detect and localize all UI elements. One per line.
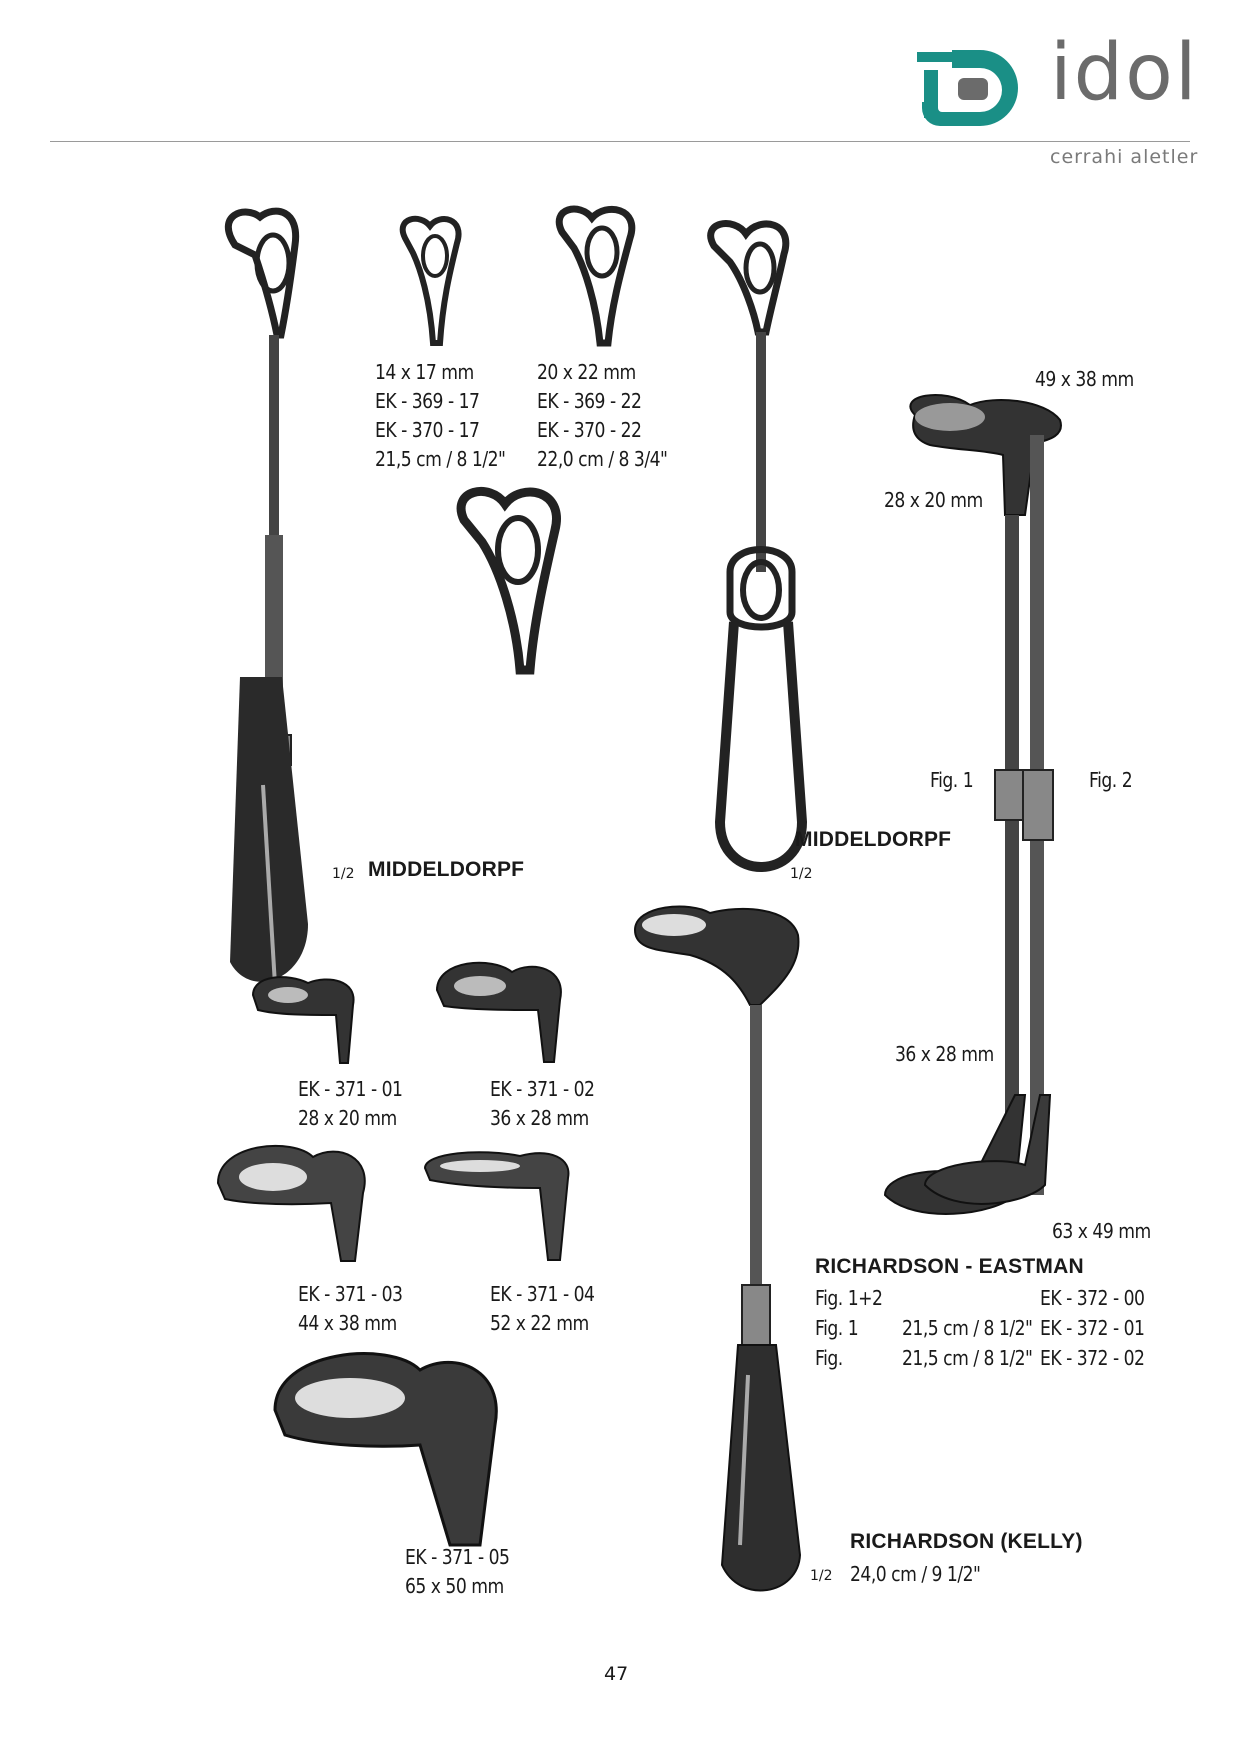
middeldorpf-a-code1: EK - 369 - 17 [375, 389, 480, 413]
kelly-title: RICHARDSON (KELLY) [850, 1530, 1083, 1553]
ek371-02-code: EK - 371 - 02 [490, 1077, 595, 1101]
middeldorpf-a-size: 14 x 17 mm [375, 360, 474, 384]
richardson-eastman-retractor-image [883, 394, 1062, 1215]
middeldorpf-label-2: MIDDELDORPF [795, 828, 952, 851]
header-rule [50, 141, 1190, 142]
middeldorpf-retractor-frame-image [707, 220, 808, 872]
eastman-row-1-fig: Fig. 1+2 [815, 1286, 883, 1310]
ek371-04-size: 52 x 22 mm [490, 1311, 589, 1335]
eastman-row-2-length: 21,5 cm / 8 1/2" [902, 1316, 1033, 1340]
eastman-fig1: Fig. 1 [930, 768, 974, 792]
ek371-01-size: 28 x 20 mm [298, 1106, 397, 1130]
middeldorpf-b-length: 22,0 cm / 8 3/4" [537, 447, 668, 471]
eastman-row-3-fig: Fig. [815, 1346, 843, 1370]
tip-20x22-image [555, 205, 636, 347]
middeldorpf-b-code1: EK - 369 - 22 [537, 389, 642, 413]
ek371-05-size: 65 x 50 mm [405, 1574, 504, 1598]
middeldorpf-label-1: MIDDELDORPF [368, 858, 525, 881]
eastman-title: RICHARDSON - EASTMAN [815, 1255, 1084, 1278]
eastman-row-3-code: EK - 372 - 02 [1040, 1346, 1145, 1370]
blade-371-01-image [251, 976, 355, 1064]
tip-14x17-image [399, 215, 462, 346]
brand-name: idol [1050, 28, 1199, 118]
middeldorpf-b-size: 20 x 22 mm [537, 360, 636, 384]
scale-label-2: 1/2 [790, 866, 813, 882]
eastman-size-upper: 28 x 20 mm [884, 488, 983, 512]
ek371-03-size: 44 x 38 mm [298, 1311, 397, 1335]
eastman-row-2-code: EK - 372 - 01 [1040, 1316, 1145, 1340]
middeldorpf-a-code2: EK - 370 - 17 [375, 418, 480, 442]
blade-371-02-image [435, 961, 562, 1063]
tip-detail-image [456, 487, 561, 675]
ek371-01-code: EK - 371 - 01 [298, 1077, 403, 1101]
page-number: 47 [604, 1663, 629, 1685]
ek371-04-code: EK - 371 - 04 [490, 1282, 595, 1306]
middeldorpf-retractor-handle-image [224, 207, 308, 986]
brand-logo-icon [917, 50, 1018, 126]
eastman-size-lower: 36 x 28 mm [895, 1042, 994, 1066]
ek371-02-size: 36 x 28 mm [490, 1106, 589, 1130]
middeldorpf-b-code2: EK - 370 - 22 [537, 418, 642, 442]
eastman-fig2: Fig. 2 [1089, 768, 1133, 792]
blade-371-04-image [423, 1151, 570, 1261]
ek371-05-code: EK - 371 - 05 [405, 1545, 510, 1569]
richardson-kelly-retractor-image [633, 905, 802, 1592]
middeldorpf-a-length: 21,5 cm / 8 1/2" [375, 447, 506, 471]
blade-371-05-image [273, 1352, 498, 1547]
kelly-length: 24,0 cm / 9 1/2" [850, 1562, 981, 1586]
scale-label-3: 1/2 [810, 1568, 833, 1584]
brand-tagline: cerrahi aletler [1050, 146, 1199, 168]
eastman-row-2-fig: Fig. 1 [815, 1316, 859, 1340]
eastman-size-bottom: 63 x 49 mm [1052, 1219, 1151, 1243]
eastman-row-1-code: EK - 372 - 00 [1040, 1286, 1145, 1310]
blade-371-03-image [216, 1144, 366, 1262]
eastman-size-top: 49 x 38 mm [1035, 367, 1134, 391]
eastman-row-3-length: 21,5 cm / 8 1/2" [902, 1346, 1033, 1370]
scale-label-1: 1/2 [332, 866, 355, 882]
ek371-03-code: EK - 371 - 03 [298, 1282, 403, 1306]
